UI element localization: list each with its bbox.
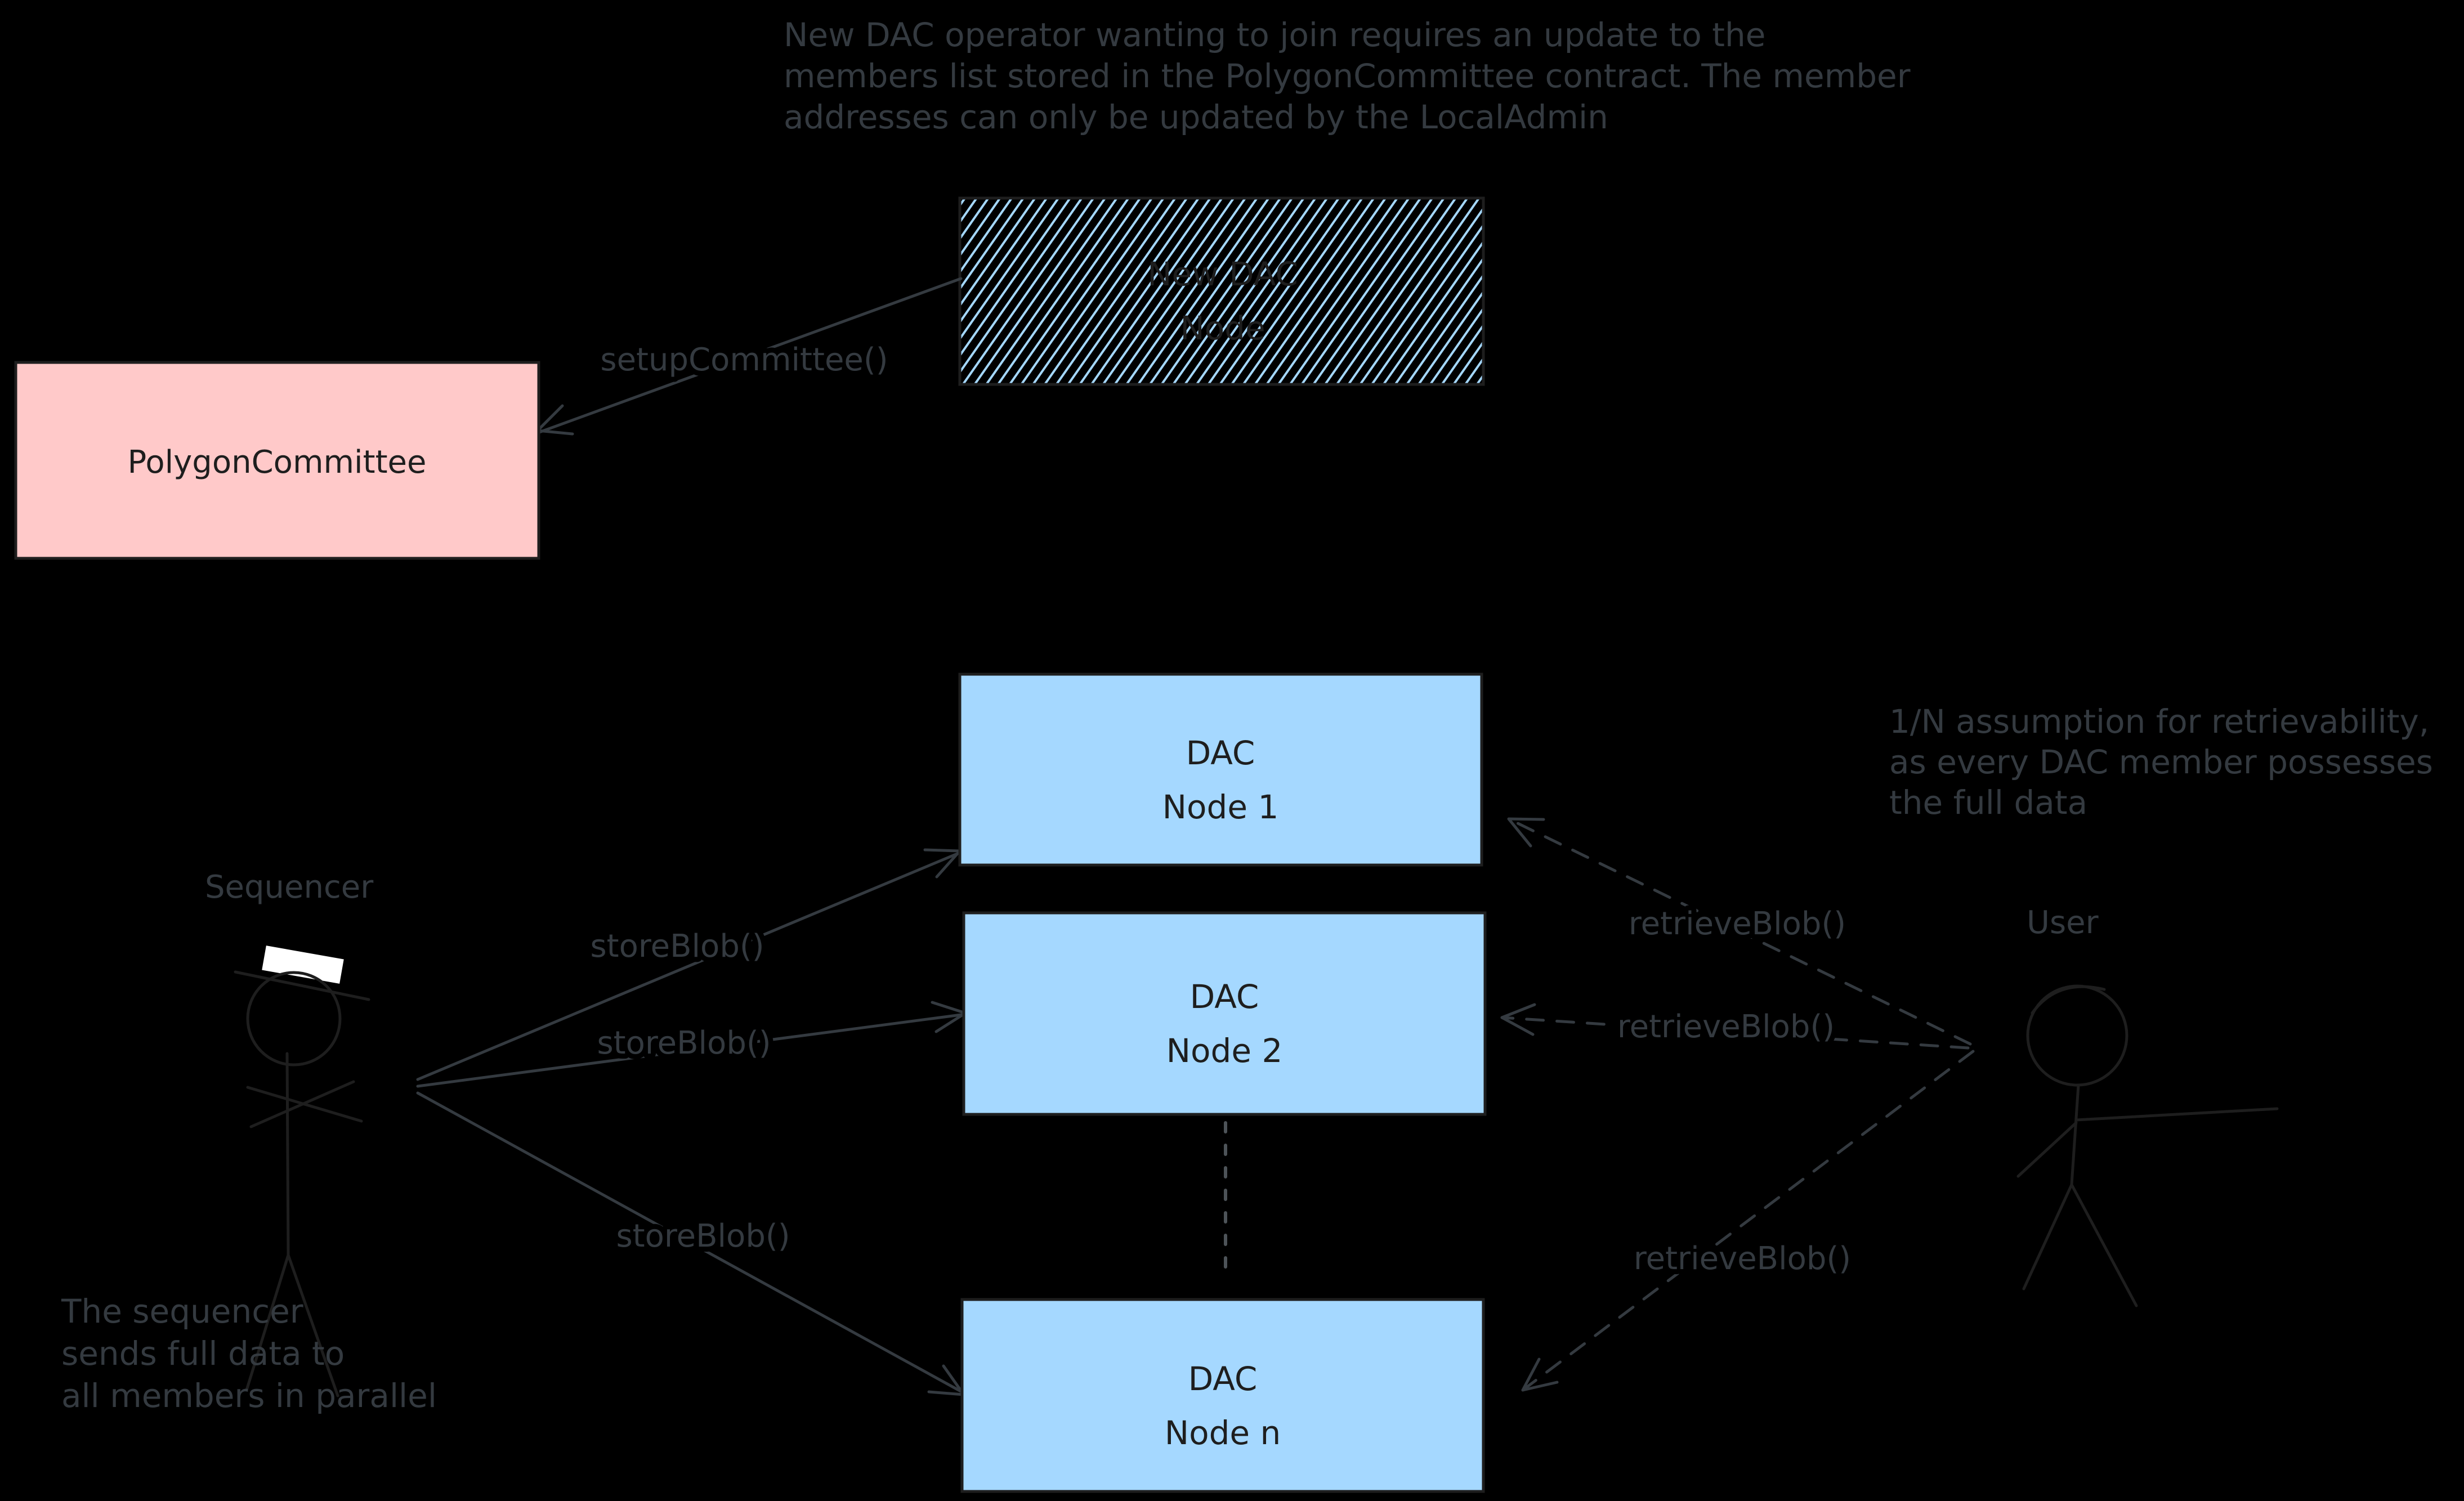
top-note-line1: New DAC operator wanting to join require… <box>784 16 1765 54</box>
sequencer-leg-left <box>245 1253 290 1392</box>
retrieve-blob-arrowhead-3 <box>1521 1357 1559 1392</box>
new-dac-node-label-line2: Node <box>1180 309 1265 347</box>
top-note-line3: addresses can only be updated by the Loc… <box>784 98 1608 136</box>
sequencer-body <box>285 1052 290 1257</box>
sequencer-figure-icon <box>234 946 370 1397</box>
top-note: New DAC operator wanting to join require… <box>784 16 1911 136</box>
setup-committee-arrow <box>538 277 963 434</box>
retrieve-blob-arrow-1 <box>1507 817 1972 1046</box>
sequencer-hat-brim <box>234 970 370 1001</box>
sequencer-label: Sequencer <box>205 869 374 906</box>
dac-node-n-label-line2: Node n <box>1165 1414 1281 1452</box>
user-label: User <box>2027 904 2099 941</box>
retrieve-blob-arrowhead-2 <box>1500 1003 1536 1036</box>
dac-node-n-rect <box>960 1298 1485 1493</box>
retrievability-note: 1/N assumption for retrievability, as ev… <box>1889 702 2433 822</box>
user-arm-left <box>2016 1121 2078 1178</box>
dac-node-n-label-line1: DAC <box>1188 1360 1258 1398</box>
dac-node-2-rect <box>962 911 1487 1116</box>
dac-node-n-box: DAC Node n <box>960 1298 1485 1493</box>
retrieve-blob-arrow-3 <box>1521 1050 1975 1392</box>
top-note-line2: members list stored in the PolygonCommit… <box>784 57 1911 95</box>
store-blob-arrow-1 <box>416 851 962 1081</box>
setup-committee-arrowhead <box>536 404 574 436</box>
sequencer-note-line2: sends full data to <box>61 1334 345 1373</box>
sequencer-hat-crown <box>262 946 344 984</box>
user-figure-icon <box>2016 984 2279 1307</box>
sequencer-note-line3: all members in parallel <box>61 1377 437 1415</box>
retrieve-blob-arrow-2 <box>1500 1016 1970 1050</box>
new-dac-node-box: New DAC Node <box>958 196 1485 386</box>
sequencer-note-line1: The sequencer <box>61 1292 303 1330</box>
retrievability-note-line2: as every DAC member possesses <box>1889 743 2433 781</box>
polygon-committee-box: PolygonCommittee <box>14 361 540 560</box>
dac-node-2-label-line1: DAC <box>1190 978 1259 1016</box>
user-leg-left <box>2022 1183 2073 1291</box>
polygon-committee-label: PolygonCommittee <box>128 444 427 481</box>
dac-node-1-rect <box>958 673 1483 867</box>
retrieve-blob-arrowhead-1 <box>1507 817 1545 848</box>
user-arm-right <box>2074 1107 2279 1122</box>
store-blob-arrow-3 <box>416 1091 965 1395</box>
sequencer-note: The sequencer sends full data to all mem… <box>61 1292 437 1415</box>
user-leg-right <box>2070 1183 2138 1307</box>
dac-node-2-label-line2: Node 2 <box>1166 1032 1283 1070</box>
retrieve-blob-label-2: retrieveBlob() <box>1617 1009 1835 1045</box>
store-blob-label-2: storeBlob() <box>597 1025 771 1061</box>
dac-node-2-box: DAC Node 2 <box>962 911 1487 1116</box>
user-body <box>2070 1083 2080 1186</box>
dac-node-1-label-line1: DAC <box>1186 734 1255 772</box>
store-blob-label-1: storeBlob() <box>590 928 764 965</box>
dac-node-1-box: DAC Node 1 <box>958 673 1483 867</box>
new-dac-node-rect <box>958 196 1485 386</box>
sequencer-head <box>246 971 342 1067</box>
dac-node-1-label-line2: Node 1 <box>1162 788 1279 826</box>
retrievability-note-line1: 1/N assumption for retrievability, <box>1889 702 2429 741</box>
retrieve-blob-label-3: retrieveBlob() <box>1634 1240 1851 1277</box>
retrievability-note-line3: the full data <box>1889 783 2087 822</box>
sequencer-leg-right <box>287 1253 339 1397</box>
new-dac-node-label-line1: New DAC <box>1147 255 1298 293</box>
sequencer-arm-left <box>249 1080 355 1128</box>
user-hair <box>2031 985 2106 1015</box>
setup-committee-label: setupCommittee() <box>600 342 888 378</box>
polygon-committee-rect <box>14 361 540 560</box>
retrieve-blob-label-1: retrieveBlob() <box>1629 906 1846 942</box>
store-blob-label-3: storeBlob() <box>616 1218 790 1254</box>
store-blob-arrow-2 <box>416 1012 967 1088</box>
